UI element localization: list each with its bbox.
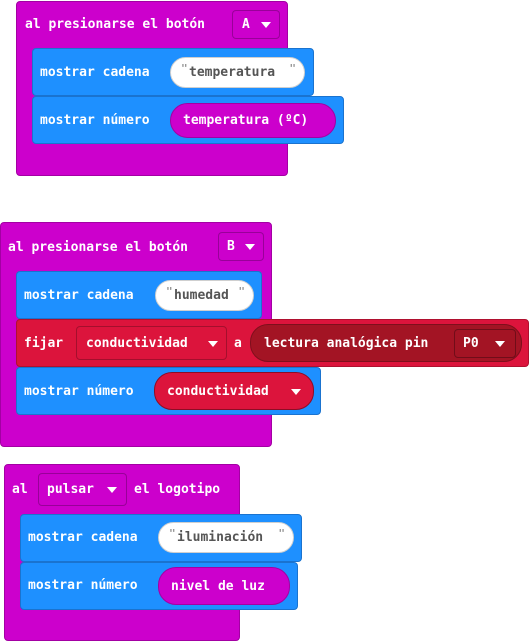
variable-dropdown[interactable]: conductividad xyxy=(76,326,227,360)
statement-label: mostrar cadena xyxy=(24,288,134,303)
close-quote: " xyxy=(289,62,296,75)
open-quote: " xyxy=(166,285,173,298)
event-prefix-label: al xyxy=(12,482,28,497)
statement-label: mostrar número xyxy=(24,384,134,399)
dropdown-arrow-icon xyxy=(261,22,271,28)
dropdown-arrow-icon xyxy=(208,341,218,347)
dropdown-value: conductividad xyxy=(86,336,188,351)
event-label: al presionarse el botón xyxy=(8,240,189,255)
string-field[interactable]: " iluminación " xyxy=(158,522,294,553)
dropdown-arrow-icon xyxy=(245,244,255,250)
open-quote: " xyxy=(181,62,188,75)
close-quote: " xyxy=(238,285,245,298)
string-value: temperatura xyxy=(189,65,276,80)
statement-label: mostrar número xyxy=(28,578,138,593)
string-field[interactable]: " humedad " xyxy=(155,280,254,311)
to-label: a xyxy=(234,336,242,351)
dropdown-value: A xyxy=(242,17,250,32)
dropdown-value: B xyxy=(227,239,235,254)
string-field[interactable]: " temperatura " xyxy=(170,57,305,88)
button-dropdown[interactable]: B xyxy=(218,232,264,261)
light-level-reporter[interactable]: nivel de luz xyxy=(158,567,290,605)
conductivity-variable-reporter[interactable]: conductividad xyxy=(154,372,314,410)
dropdown-arrow-icon xyxy=(291,389,301,395)
button-dropdown[interactable]: A xyxy=(232,10,280,39)
dropdown-arrow-icon xyxy=(107,487,117,493)
reporter-label: temperatura (ºC) xyxy=(183,113,309,128)
dropdown-value: pulsar xyxy=(47,482,94,497)
statement-label: mostrar cadena xyxy=(40,65,150,80)
string-value: humedad xyxy=(174,288,229,303)
reporter-label: conductividad xyxy=(167,384,269,399)
open-quote: " xyxy=(169,527,176,540)
string-value: iluminación xyxy=(177,530,264,545)
close-quote: " xyxy=(278,527,285,540)
statement-label: mostrar número xyxy=(40,113,150,128)
gesture-dropdown[interactable]: pulsar xyxy=(38,473,127,506)
dropdown-arrow-icon xyxy=(495,341,505,347)
set-label: fijar xyxy=(24,336,64,351)
event-label: al presionarse el botón xyxy=(25,17,206,32)
temperature-reporter[interactable]: temperatura (ºC) xyxy=(170,103,336,138)
analog-read-pin-reporter[interactable]: lectura analógica pin P0 xyxy=(250,324,522,362)
reporter-label: nivel de luz xyxy=(171,579,265,594)
event-suffix-label: el logotipo xyxy=(134,482,221,497)
statement-label: mostrar cadena xyxy=(28,530,138,545)
dropdown-value: P0 xyxy=(463,336,479,351)
pin-dropdown[interactable]: P0 xyxy=(454,329,516,358)
reporter-label: lectura analógica pin xyxy=(264,336,429,351)
